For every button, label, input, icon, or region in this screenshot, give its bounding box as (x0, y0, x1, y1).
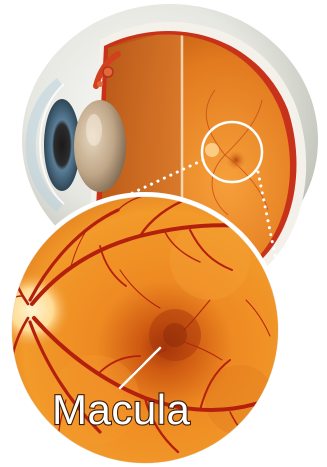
lens (74, 100, 126, 192)
macula-label: Macula (52, 386, 191, 433)
